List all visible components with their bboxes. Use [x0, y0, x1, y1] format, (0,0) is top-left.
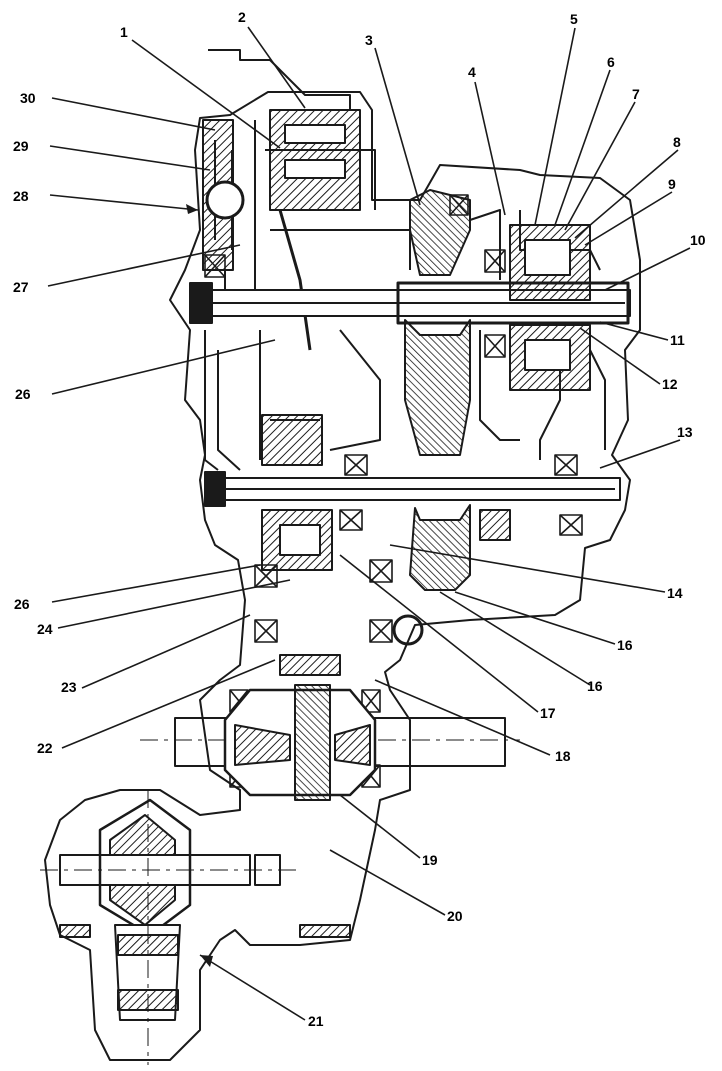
callout-12: 12	[662, 376, 678, 392]
callout-24: 24	[37, 621, 53, 637]
callout-5: 5	[570, 11, 578, 27]
callout-18: 18	[555, 748, 571, 764]
top-bracket	[208, 49, 351, 110]
callout-26-lower: 26	[14, 596, 30, 612]
callout-17: 17	[540, 705, 556, 721]
leader-lines	[47, 26, 691, 1021]
callout-21: 21	[308, 1013, 324, 1029]
callout-27: 27	[13, 279, 29, 295]
callout-9: 9	[668, 176, 676, 192]
callout-30: 30	[20, 90, 36, 106]
callout-29: 29	[13, 138, 29, 154]
main-housing-outline	[44, 91, 641, 1061]
callout-23: 23	[61, 679, 77, 695]
callout-4: 4	[468, 64, 476, 80]
callout-11: 11	[670, 332, 685, 348]
callout-22: 22	[37, 740, 53, 756]
callout-14: 14	[667, 585, 683, 601]
central-gear-cones	[409, 189, 471, 276]
callout-28: 28	[13, 188, 29, 204]
callout-2: 2	[238, 9, 246, 25]
callout-8: 8	[673, 134, 681, 150]
callout-1: 1	[120, 24, 128, 40]
callout-7: 7	[632, 86, 640, 102]
callout-3: 3	[365, 32, 373, 48]
callout-6: 6	[607, 54, 615, 70]
callout-16-upper: 16	[617, 637, 633, 653]
callout-16-lower: 16	[587, 678, 603, 694]
callout-13: 13	[677, 424, 693, 440]
callout-10: 10	[690, 232, 706, 248]
callout-26-upper: 26	[15, 386, 31, 402]
callout-20: 20	[447, 908, 463, 924]
callout-19: 19	[422, 852, 438, 868]
